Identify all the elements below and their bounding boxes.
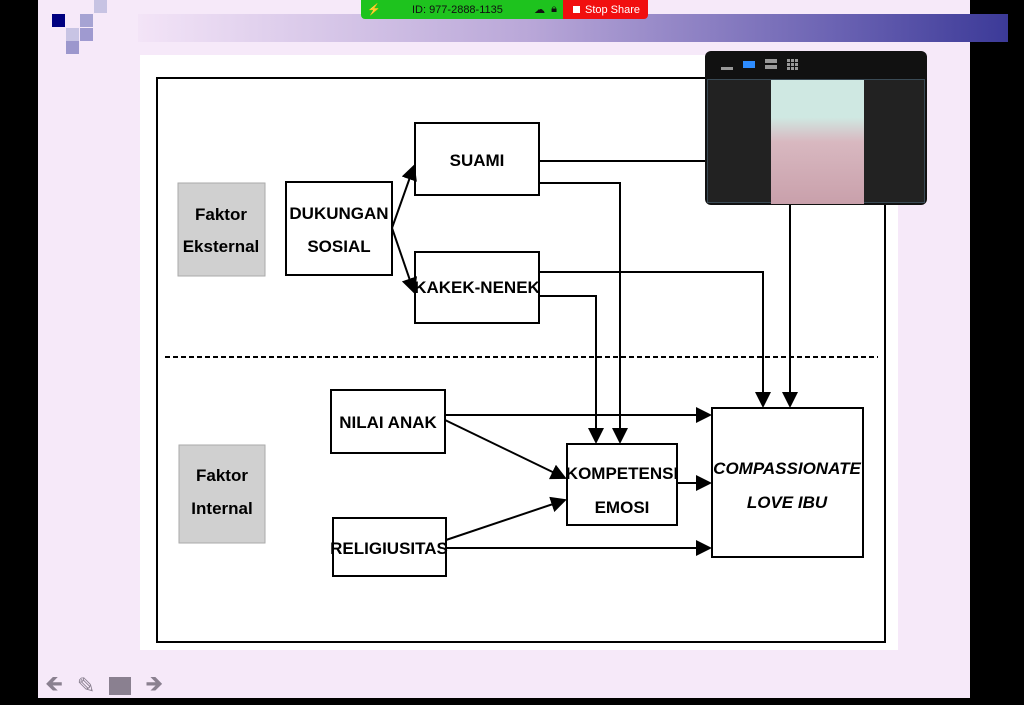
compassionate-love-box [711,407,864,558]
decor-square [52,14,65,27]
arrow [539,295,604,444]
meeting-id: ID: 977-2888-1135 [411,3,503,16]
decor-square [66,41,79,54]
nilai-anak-box [330,389,446,454]
kompetensi-emosi-box [566,443,678,526]
signal-icon: ⚡ [367,4,381,16]
frame [156,77,886,643]
pen-icon[interactable]: ✎ [76,673,96,698]
label: COMPASSIONATE [713,459,861,478]
decor-square [80,14,93,27]
participant-video [771,80,864,204]
stop-share-label: Stop Share [585,3,641,16]
label: LOVE IBU [747,493,828,512]
slide-navigation: 🡸 ✎ 🡺 [45,667,163,705]
next-arrow-icon[interactable]: 🡺 [145,671,164,696]
faktor-eksternal-box [177,182,266,277]
decor-square [80,28,93,41]
kakek-nenek-box [414,251,540,324]
minimize-icon[interactable] [721,66,733,70]
stop-icon [573,6,580,13]
label: Internal [191,499,252,518]
arrow [445,496,567,541]
stop-share-button[interactable]: Stop Share [563,0,648,19]
label: KOMPETENSI [566,464,678,483]
arrow [539,271,771,408]
label: DUKUNGAN [289,204,388,223]
zoom-share-bar: ⚡ ID: 977-2888-1135 ☁ 🔒︎ Stop Share [361,0,648,19]
label: KAKEK-NENEK [414,278,540,297]
label: Faktor [195,205,247,224]
dukungan-sosial-box [285,181,393,276]
arrow [391,164,417,229]
active-speaker-view-icon[interactable] [743,60,755,68]
decor-square [66,28,79,41]
label: SOSIAL [307,237,370,256]
lock-icon: 🔒︎ [551,3,557,15]
arrow [444,419,567,480]
previous-arrow-icon[interactable]: 🡸 [45,671,63,696]
label: EMOSI [595,498,650,517]
label: NILAI ANAK [339,413,437,432]
label: Eksternal [183,237,260,256]
arrow [539,182,628,444]
label: Faktor [196,466,248,485]
label: SUAMI [450,151,505,170]
gallery-view-icon[interactable] [787,58,799,70]
faktor-internal-box [178,444,266,544]
video-toolbar [705,51,927,77]
split-view-icon[interactable] [765,59,777,69]
video-feed [707,79,925,204]
video-panel[interactable] [705,51,927,205]
cloud-icon: ☁ [534,4,546,16]
decor-square [94,0,107,13]
arrow [391,227,418,294]
suami-box [414,122,540,196]
label: RELIGIUSITAS [330,539,448,558]
menu-icon[interactable] [109,677,132,695]
